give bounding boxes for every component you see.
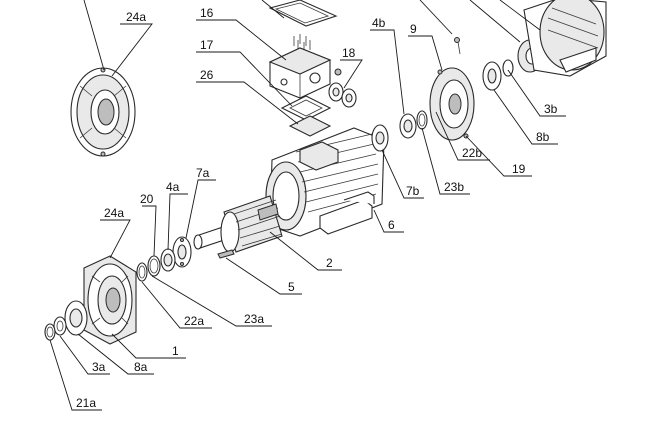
label-1: 1 (172, 344, 179, 358)
stator-frame-6 (265, 127, 385, 237)
ring-21a (44, 323, 56, 341)
bearing-cover-8b (482, 61, 502, 91)
label-23a: 23a (244, 312, 264, 326)
terminal-box-cover-gasket (268, 0, 338, 27)
label-22a: 22a (184, 314, 204, 328)
label-3b: 3b (544, 102, 558, 116)
label-9: 9 (410, 22, 417, 36)
bearing-cover-8a (64, 300, 88, 336)
bearing-4a (160, 248, 176, 272)
label-23b: 23b (444, 180, 464, 194)
ring-20 (147, 255, 161, 277)
terminal-board-pins (293, 34, 311, 52)
end-shield-9 (429, 67, 475, 141)
label-8a: 8a (134, 360, 148, 374)
label-4b: 4b (372, 16, 386, 30)
ring-22a-23a (136, 262, 148, 282)
fan-cover (523, 0, 607, 77)
ring-3a (53, 316, 67, 336)
label-7b: 7b (406, 184, 420, 198)
label-19: 19 (512, 162, 526, 176)
label-3a: 3a (92, 360, 106, 374)
label-2: 2 (326, 256, 333, 270)
bearing-cover-7b (371, 124, 389, 152)
ring-23b (416, 110, 428, 130)
bearing-cover-7a (172, 236, 192, 268)
terminal-box-16 (268, 47, 332, 99)
end-shield-24a (83, 255, 137, 345)
label-7a: 7a (196, 166, 210, 180)
ring-3b (502, 59, 514, 77)
label-6: 6 (388, 218, 395, 232)
shaft-key-5 (217, 249, 235, 259)
gasket-26 (288, 115, 332, 137)
cable-glands-18 (328, 68, 357, 108)
label-26: 26 (200, 68, 214, 82)
bearing-4b (399, 113, 417, 139)
label-8b: 8b (536, 130, 550, 144)
label-22b: 22b (462, 146, 482, 160)
end-shield-24a-top (70, 67, 136, 157)
label-18: 18 (342, 46, 356, 60)
label-5: 5 (288, 280, 295, 294)
gasket-17 (280, 95, 332, 121)
label-4a: 4a (166, 180, 180, 194)
label-20: 20 (140, 192, 154, 206)
label-21a: 21a (76, 396, 96, 410)
rotor-shaft-2 (193, 195, 283, 253)
screw-19 (454, 37, 461, 55)
label-24a-top: 24a (126, 10, 146, 24)
label-16: 16 (200, 6, 214, 20)
label-17: 17 (200, 38, 214, 52)
label-24a: 24a (104, 206, 124, 220)
